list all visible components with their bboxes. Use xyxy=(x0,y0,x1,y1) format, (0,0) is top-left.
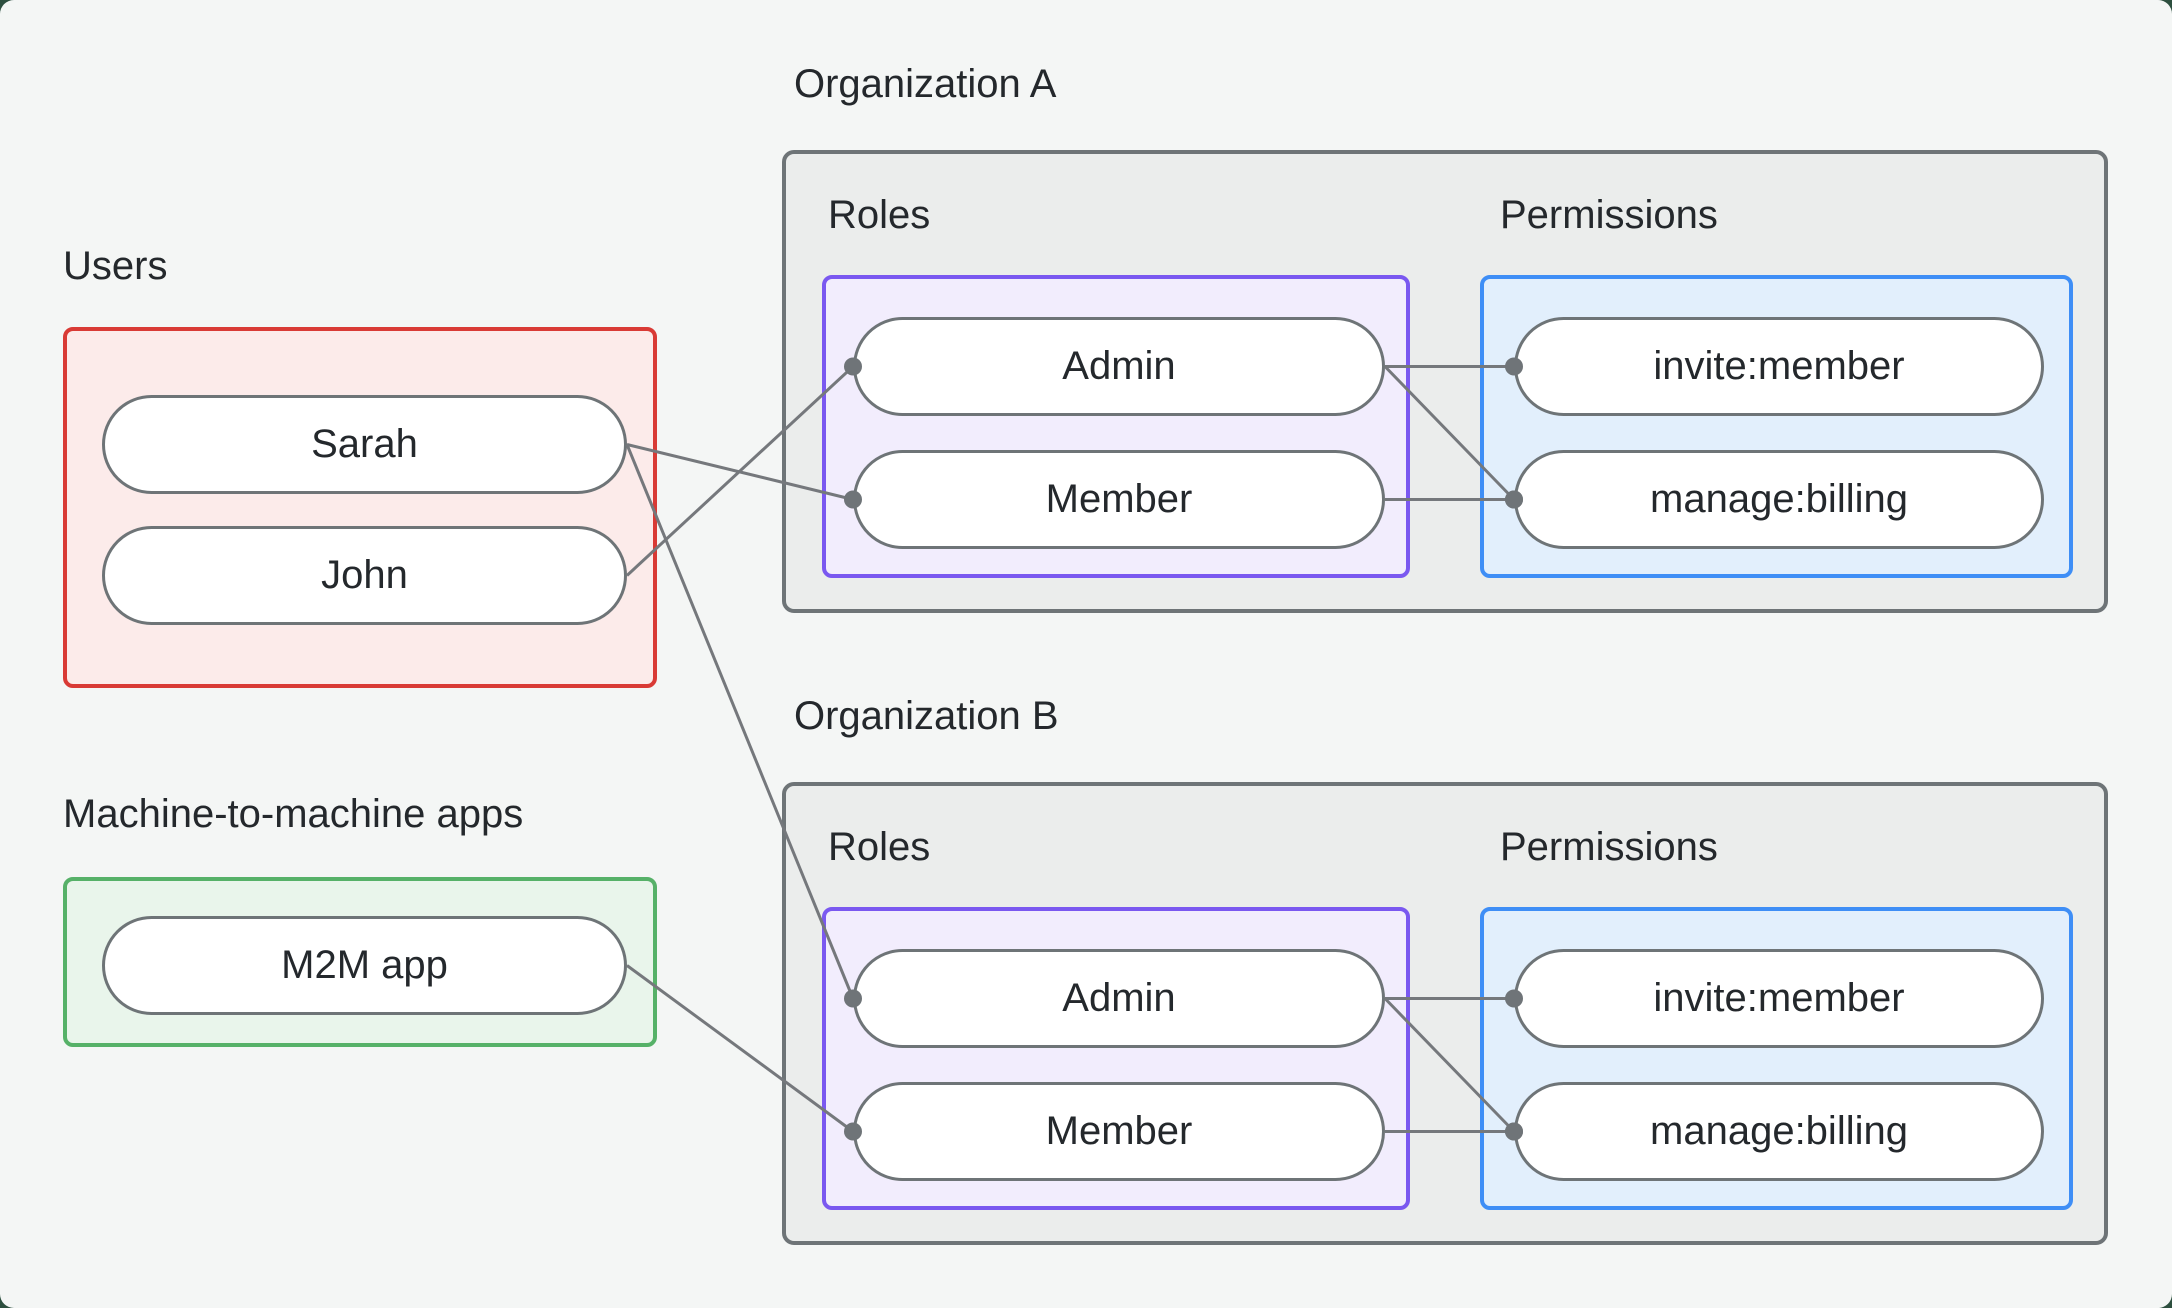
org-b-box: Roles Admin Member Permissions invite:me… xyxy=(782,782,2108,1245)
m2m-group-label: Machine-to-machine apps xyxy=(63,792,524,836)
org-b-role-node-member: Member xyxy=(853,1082,1385,1181)
org-a-role-node-admin: Admin xyxy=(853,317,1385,416)
org-b-permissions-label: Permissions xyxy=(1500,825,1718,869)
org-b-title: Organization B xyxy=(794,694,1059,738)
org-a-role-node-member: Member xyxy=(853,450,1385,549)
org-b-roles-label: Roles xyxy=(828,825,931,869)
org-b-permission-node-manage-billing: manage:billing xyxy=(1514,1082,2044,1181)
org-b-permissions-box: invite:member manage:billing xyxy=(1480,907,2073,1210)
user-node-sarah: Sarah xyxy=(102,395,627,494)
org-a-title: Organization A xyxy=(794,62,1057,106)
users-group-box: Sarah John xyxy=(63,327,657,688)
org-a-permission-node-invite-member: invite:member xyxy=(1514,317,2044,416)
org-a-permission-node-manage-billing: manage:billing xyxy=(1514,450,2044,549)
org-b-role-node-admin: Admin xyxy=(853,949,1385,1048)
m2m-group-box: M2M app xyxy=(63,877,657,1047)
org-a-permissions-box: invite:member manage:billing xyxy=(1480,275,2073,578)
org-b-permission-node-invite-member: invite:member xyxy=(1514,949,2044,1048)
user-node-john: John xyxy=(102,526,627,625)
org-b-roles-box: Admin Member xyxy=(822,907,1410,1210)
org-a-box: Roles Admin Member Permissions invite:me… xyxy=(782,150,2108,613)
org-a-roles-label: Roles xyxy=(828,193,931,237)
org-a-roles-box: Admin Member xyxy=(822,275,1410,578)
org-a-permissions-label: Permissions xyxy=(1500,193,1718,237)
m2m-app-node: M2M app xyxy=(102,916,627,1015)
users-group-label: Users xyxy=(63,244,168,288)
